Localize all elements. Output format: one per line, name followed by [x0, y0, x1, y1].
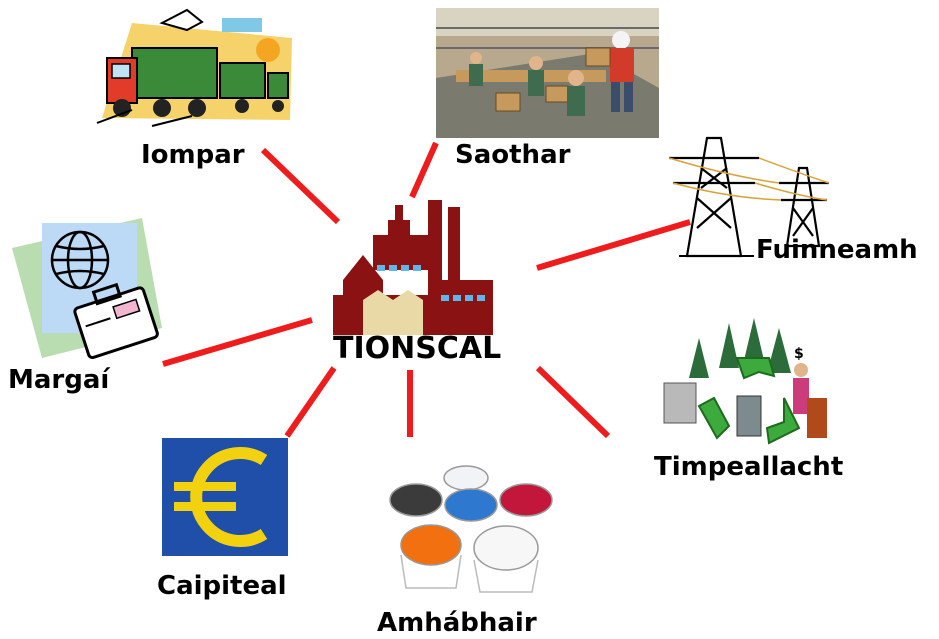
label-amhabhair: Amhábhair	[377, 608, 537, 638]
label-fuinneamh: Fuinneamh	[756, 235, 918, 265]
euro-icon	[162, 438, 288, 556]
label-timpeallacht: Timpeallacht	[654, 452, 844, 482]
label-iompar: Iompar	[141, 140, 245, 170]
connector-fuinneamh	[536, 219, 691, 271]
factory-icon	[333, 200, 493, 335]
factory-workers-icon	[436, 8, 659, 138]
connector-saothar	[409, 141, 439, 199]
connector-margai	[162, 317, 313, 367]
svg-text:$: $	[794, 346, 804, 362]
center-label: TIONSCAL	[333, 331, 502, 366]
connector-iompar	[260, 147, 341, 225]
globe-briefcase-icon	[12, 218, 162, 360]
raw-materials-icon	[386, 460, 560, 596]
truck-money-icon	[96, 8, 292, 127]
connector-timpeallacht	[535, 365, 611, 439]
recycling-icon: $	[659, 318, 835, 456]
label-margai: Margaí	[8, 365, 110, 395]
label-caipiteal: Caipiteal	[157, 571, 287, 601]
power-pylons-icon	[668, 136, 830, 258]
connector-caipiteal	[284, 366, 337, 438]
label-saothar: Saothar	[455, 140, 571, 170]
